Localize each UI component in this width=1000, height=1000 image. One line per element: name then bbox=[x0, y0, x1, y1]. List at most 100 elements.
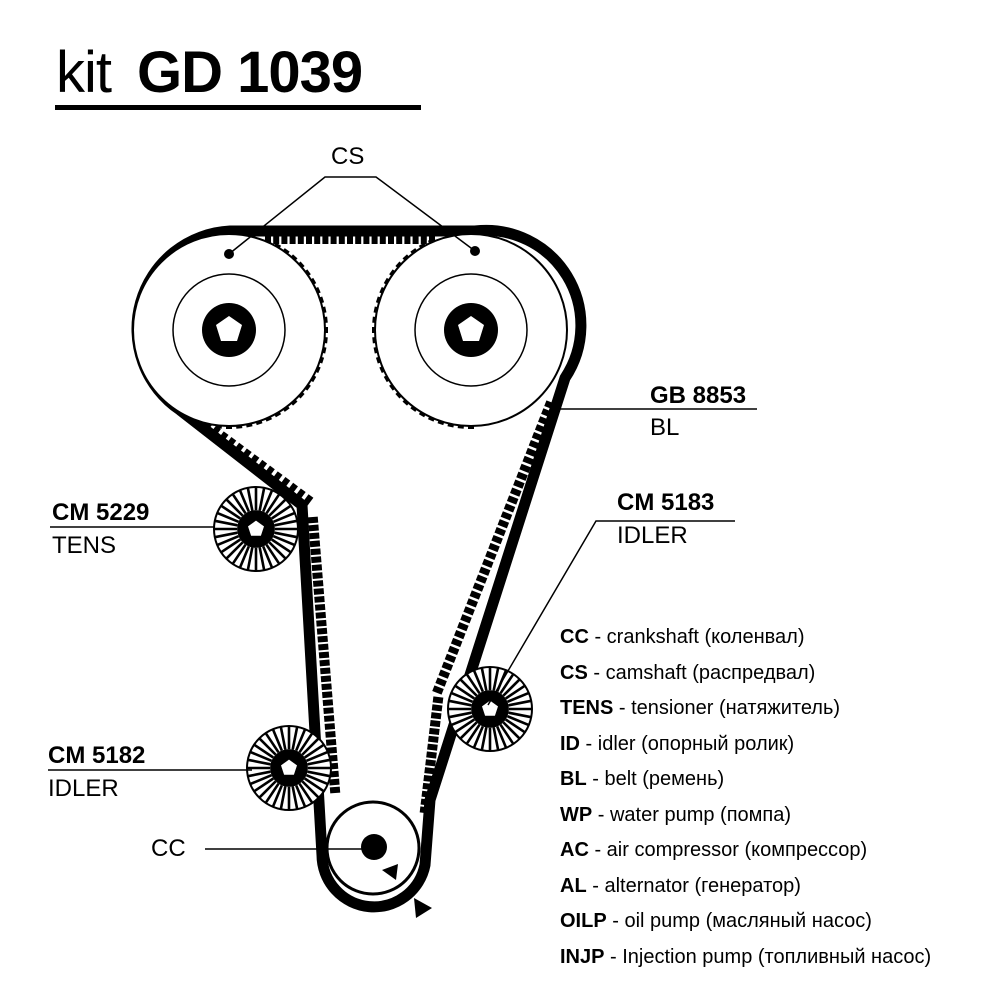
belt-tooth bbox=[541, 408, 553, 418]
belt-tooth bbox=[308, 524, 319, 532]
belt-tooth bbox=[314, 603, 326, 611]
legend-item: CC - crankshaft (коленвал) bbox=[560, 626, 805, 648]
legend-item: AC - air compressor (компрессор) bbox=[560, 839, 868, 861]
belt-tooth bbox=[315, 611, 326, 619]
belt-tooth bbox=[225, 437, 237, 449]
belt-tooth bbox=[534, 424, 547, 434]
idler-roller-left bbox=[246, 725, 332, 811]
belt-tooth bbox=[425, 759, 436, 767]
belt-tooth bbox=[312, 580, 324, 587]
belt-tooth bbox=[423, 775, 435, 783]
kit-title: kit GD 1039 bbox=[56, 38, 363, 108]
belt-tooth bbox=[482, 558, 494, 568]
belt-tooth bbox=[491, 534, 503, 545]
tensioner-roller bbox=[213, 486, 299, 572]
kit-prefix: kit bbox=[56, 40, 112, 105]
belt-tooth bbox=[421, 790, 433, 798]
belt-tooth bbox=[472, 582, 485, 592]
belt-tooth bbox=[256, 459, 268, 472]
legend-item: INJP - Injection pump (топливный насос) bbox=[560, 945, 932, 968]
belt-tooth bbox=[460, 614, 472, 624]
belt-tooth bbox=[329, 786, 341, 794]
belt-tooth bbox=[307, 516, 319, 524]
belt-tooth bbox=[329, 778, 340, 786]
belt-tooth bbox=[463, 606, 475, 616]
belt-tooth bbox=[488, 542, 500, 553]
idler-right-part-number: CM 5183 bbox=[617, 489, 715, 516]
belt-tooth bbox=[432, 685, 444, 695]
belt-tooth bbox=[429, 234, 435, 244]
belt-tooth bbox=[475, 574, 488, 584]
belt-tooth bbox=[240, 448, 252, 461]
belt-tooth bbox=[454, 629, 466, 640]
belt-tooth bbox=[248, 454, 260, 466]
belt-tooth bbox=[314, 234, 321, 244]
belt-tooth bbox=[538, 416, 550, 426]
belt-tooth bbox=[428, 735, 439, 743]
belt-tooth bbox=[441, 661, 454, 671]
belt-tooth bbox=[287, 482, 298, 495]
crankshaft-label: CC bbox=[151, 835, 186, 862]
belt-tooth bbox=[522, 455, 534, 466]
belt-tooth bbox=[309, 540, 321, 548]
belt-tooth bbox=[325, 731, 336, 738]
belt-tooth bbox=[306, 234, 312, 244]
belt-tooth bbox=[294, 488, 306, 501]
belt-tooth bbox=[273, 234, 280, 244]
belt-tooth bbox=[330, 234, 337, 244]
belt-tooth bbox=[217, 431, 229, 443]
belt-tooth bbox=[429, 720, 441, 728]
legend-item: WP - water pump (помпа) bbox=[560, 803, 792, 826]
idler-left-part-number: CM 5182 bbox=[48, 742, 146, 769]
belt-tooth bbox=[321, 683, 332, 691]
belt-tooth bbox=[279, 477, 291, 489]
belt-tooth bbox=[323, 715, 335, 722]
belt-tooth bbox=[396, 234, 403, 244]
kit-code: GD 1039 bbox=[137, 40, 363, 105]
belt-tooth bbox=[444, 653, 457, 663]
belt-tooth bbox=[430, 712, 442, 720]
leader-lines bbox=[48, 176, 757, 850]
belt-tooth bbox=[314, 596, 325, 603]
belt-tooth bbox=[319, 659, 330, 667]
idler-left-role: IDLER bbox=[48, 775, 119, 802]
belt-tooth bbox=[324, 723, 336, 730]
belt-tooth bbox=[428, 727, 440, 735]
belt-tooth bbox=[510, 487, 522, 497]
belt-part-number: GB 8853 bbox=[650, 382, 747, 409]
belt-tooth bbox=[438, 669, 450, 679]
belt-tooth bbox=[513, 479, 525, 489]
belt-tooth bbox=[325, 738, 337, 746]
belt-tooth bbox=[309, 532, 320, 540]
camshaft-label: CS bbox=[331, 143, 365, 170]
belt-tooth bbox=[363, 234, 370, 244]
belt-tooth bbox=[500, 511, 513, 521]
belt-tooth bbox=[317, 635, 328, 643]
belt-tooth bbox=[424, 767, 435, 775]
crankshaft-pulley bbox=[325, 800, 432, 918]
belt-tooth bbox=[323, 707, 334, 714]
rotation-arrow-icon bbox=[414, 898, 432, 918]
belt-tooth bbox=[347, 234, 353, 244]
belt-tooth bbox=[316, 627, 328, 635]
belt-tooth bbox=[312, 572, 323, 579]
belt-tooth bbox=[313, 588, 325, 595]
belt-tooth bbox=[320, 675, 332, 683]
belt-tooth bbox=[447, 645, 460, 656]
belt-tooth bbox=[281, 234, 288, 244]
belt-tooth bbox=[485, 550, 497, 561]
belt-tooth bbox=[404, 234, 411, 244]
belt-tooth bbox=[450, 637, 463, 648]
belt-tooth bbox=[494, 527, 506, 537]
belt-tooth bbox=[388, 234, 394, 244]
belt-tooth bbox=[379, 234, 386, 244]
belt-tooth bbox=[478, 566, 491, 576]
camshaft-pulley-left bbox=[132, 233, 326, 427]
belt-tooth bbox=[371, 234, 378, 244]
belt-tooth bbox=[318, 643, 329, 651]
belt-tooth bbox=[531, 432, 544, 442]
belt-tooth bbox=[311, 556, 322, 564]
legend-item: TENS - tensioner (натяжитель) bbox=[560, 697, 841, 719]
belt-tooth bbox=[297, 234, 304, 244]
tensioner-part-number: CM 5229 bbox=[52, 499, 150, 526]
